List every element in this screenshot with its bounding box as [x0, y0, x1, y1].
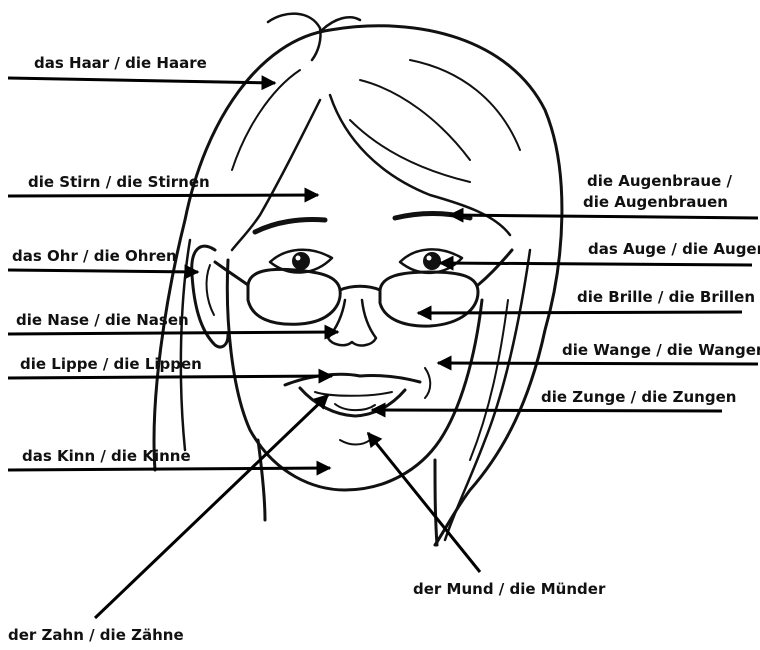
arrow-lip	[8, 376, 332, 378]
label-hair: das Haar / die Haare	[34, 54, 207, 72]
label-chin: das Kinn / die Kinne	[22, 447, 191, 465]
arrow-tooth	[95, 395, 328, 618]
face-illustration	[154, 14, 562, 545]
label-eyebrow-line1: die Augenbraue /	[587, 172, 732, 190]
arrow-cheek	[438, 363, 758, 364]
arrow-forehead	[8, 195, 318, 196]
arrow-glasses	[418, 312, 742, 313]
label-lip: die Lippe / die Lippen	[20, 355, 202, 373]
label-tongue: die Zunge / die Zungen	[541, 388, 736, 406]
arrow-chin	[8, 468, 330, 470]
label-ear: das Ohr / die Ohren	[12, 247, 177, 265]
eyebrow-left	[255, 220, 325, 233]
arrow-hair	[8, 78, 275, 83]
label-eye: das Auge / die Augen	[588, 240, 760, 258]
arrow-mouth	[368, 433, 480, 572]
arrow-eyebrow	[450, 215, 758, 218]
arrow-eye	[440, 263, 752, 265]
arrow-tongue	[372, 410, 722, 411]
label-nose: die Nase / die Nasen	[16, 311, 189, 329]
arrow-ear	[8, 270, 198, 272]
arrow-nose	[8, 332, 338, 334]
label-cheek: die Wange / die Wangen	[562, 341, 760, 359]
glasses-drawing	[248, 269, 340, 324]
label-forehead: die Stirn / die Stirnen	[28, 173, 210, 191]
label-glasses: die Brille / die Brillen	[577, 288, 755, 306]
label-tooth: der Zahn / die Zähne	[8, 626, 184, 644]
label-mouth: der Mund / die Münder	[413, 580, 606, 598]
label-eyebrow-line2: die Augenbrauen	[583, 193, 728, 211]
labels: das Haar / die Haare die Stirn / die Sti…	[8, 54, 760, 644]
